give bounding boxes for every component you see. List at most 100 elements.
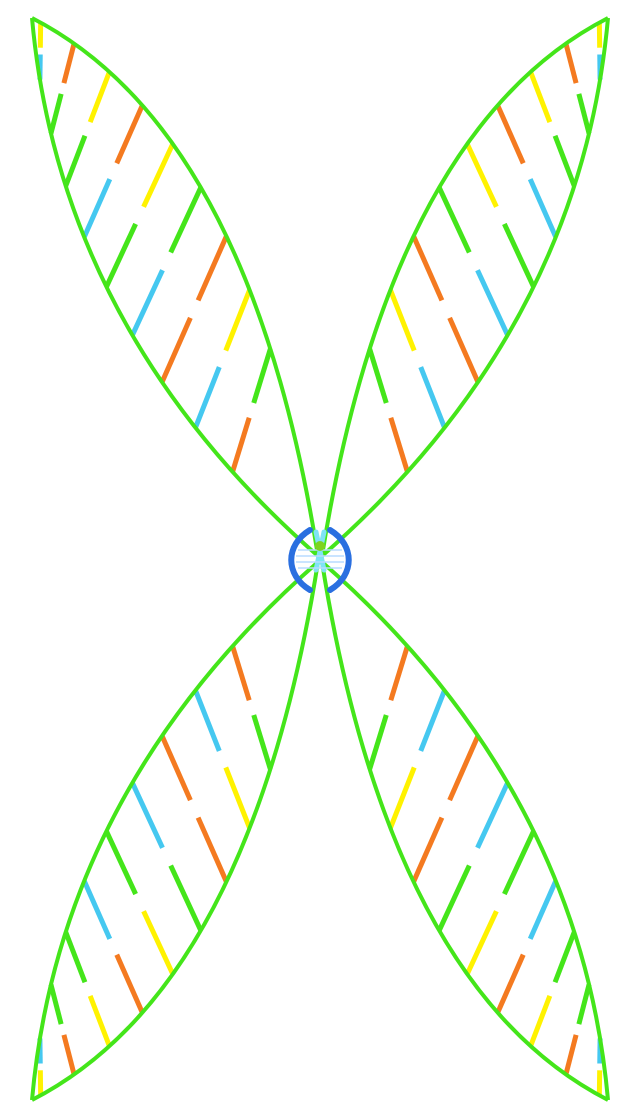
rung-segment xyxy=(367,714,389,770)
strand-inner xyxy=(31,561,320,1102)
rung-segment xyxy=(475,781,510,849)
rung-segment xyxy=(367,348,389,404)
base-pair-rung xyxy=(230,348,273,473)
rung-segment xyxy=(411,816,445,883)
base-pair-rung xyxy=(104,830,176,976)
rung-segment xyxy=(388,416,410,473)
base-pair-rung xyxy=(411,734,481,883)
rung-segment xyxy=(104,222,138,288)
rung-segment xyxy=(195,816,229,883)
base-pair-rung xyxy=(130,186,204,337)
rung-segment xyxy=(230,416,252,473)
base-pair-rung xyxy=(528,71,577,187)
strand-outer xyxy=(30,17,320,558)
rung-segment xyxy=(63,134,88,187)
base-pair-rung xyxy=(159,734,229,883)
base-pair-rung xyxy=(367,645,410,770)
rung-segment xyxy=(502,830,536,896)
rung-segment xyxy=(495,953,526,1014)
rung-segment xyxy=(81,178,113,239)
rung-segment xyxy=(159,734,193,802)
rung-segment xyxy=(436,186,472,254)
base-pair-rung xyxy=(495,104,559,239)
strand-inner xyxy=(31,16,320,557)
rung-segment xyxy=(388,645,410,702)
base-pair-rung xyxy=(563,42,592,135)
base-pair-rung xyxy=(104,142,176,288)
rung-segment xyxy=(475,269,510,337)
rung-segment xyxy=(447,734,481,802)
strand-outer xyxy=(320,17,610,558)
base-pair-rung xyxy=(130,781,204,932)
rung-segment xyxy=(63,931,88,984)
rung-segment xyxy=(576,93,592,135)
strand-inner xyxy=(320,561,609,1102)
base-pair-rung xyxy=(464,830,536,976)
rung-segment xyxy=(193,689,222,752)
base-pair-rung xyxy=(411,235,481,384)
rung-segment xyxy=(563,1034,579,1076)
rung-segment xyxy=(464,910,499,976)
base-pair-rung xyxy=(63,931,112,1047)
base-pair-rung xyxy=(436,186,510,337)
rung-segment xyxy=(61,1034,77,1076)
strand-outer xyxy=(30,560,320,1101)
chromatid-top-right xyxy=(320,16,610,558)
rung-segment xyxy=(528,995,553,1047)
rung-segment xyxy=(552,931,577,984)
rung-segment xyxy=(48,983,64,1025)
rung-segment xyxy=(388,289,417,352)
rung-segment xyxy=(411,235,445,302)
rung-segment xyxy=(141,910,176,976)
chromatid-bottom-right xyxy=(320,560,610,1102)
rung-segment xyxy=(418,366,447,429)
rung-segment xyxy=(168,186,204,254)
base-pair-rung xyxy=(63,71,112,187)
base-pair-rung xyxy=(388,289,447,429)
rung-segment xyxy=(130,269,165,337)
base-pair-rung xyxy=(436,781,510,932)
base-pair-rung xyxy=(159,235,229,384)
rung-segment xyxy=(418,689,447,752)
rung-segment xyxy=(104,830,138,896)
base-pair-rung xyxy=(48,983,77,1076)
base-pair-rung xyxy=(464,142,536,288)
rung-segment xyxy=(114,104,145,165)
base-pair-rung xyxy=(528,931,577,1047)
rung-segment xyxy=(87,71,112,123)
rung-segment xyxy=(447,316,481,384)
rung-segment xyxy=(527,178,559,239)
rung-segment xyxy=(230,645,252,702)
base-pair-rung xyxy=(81,879,145,1014)
rung-segment xyxy=(223,766,252,829)
rung-segment xyxy=(114,953,145,1014)
base-pair-rung xyxy=(193,689,252,829)
strand-inner xyxy=(320,16,609,557)
rung-segment xyxy=(552,134,577,187)
rung-segment xyxy=(130,781,165,849)
chromatid-top-left xyxy=(30,16,320,558)
rung-segment xyxy=(141,142,176,208)
base-pair-rung xyxy=(495,879,559,1014)
rung-segment xyxy=(528,71,553,123)
rung-segment xyxy=(502,222,536,288)
strand-outer xyxy=(320,560,610,1101)
base-pair-rung xyxy=(48,42,77,135)
rung-segment xyxy=(168,864,204,932)
base-pair-rung xyxy=(388,689,447,829)
rung-segment xyxy=(87,995,112,1047)
rung-segment xyxy=(527,879,559,940)
base-pair-rung xyxy=(193,289,252,429)
base-pair-rung xyxy=(563,983,592,1076)
rung-segment xyxy=(495,104,526,165)
rung-segment xyxy=(159,316,193,384)
rung-segment xyxy=(61,42,77,84)
rung-segment xyxy=(436,864,472,932)
rung-segment xyxy=(251,714,273,770)
rung-segment xyxy=(464,142,499,208)
rung-segment xyxy=(195,235,229,302)
rung-segment xyxy=(223,289,252,352)
base-pair-rung xyxy=(367,348,410,473)
rung-segment xyxy=(251,348,273,404)
